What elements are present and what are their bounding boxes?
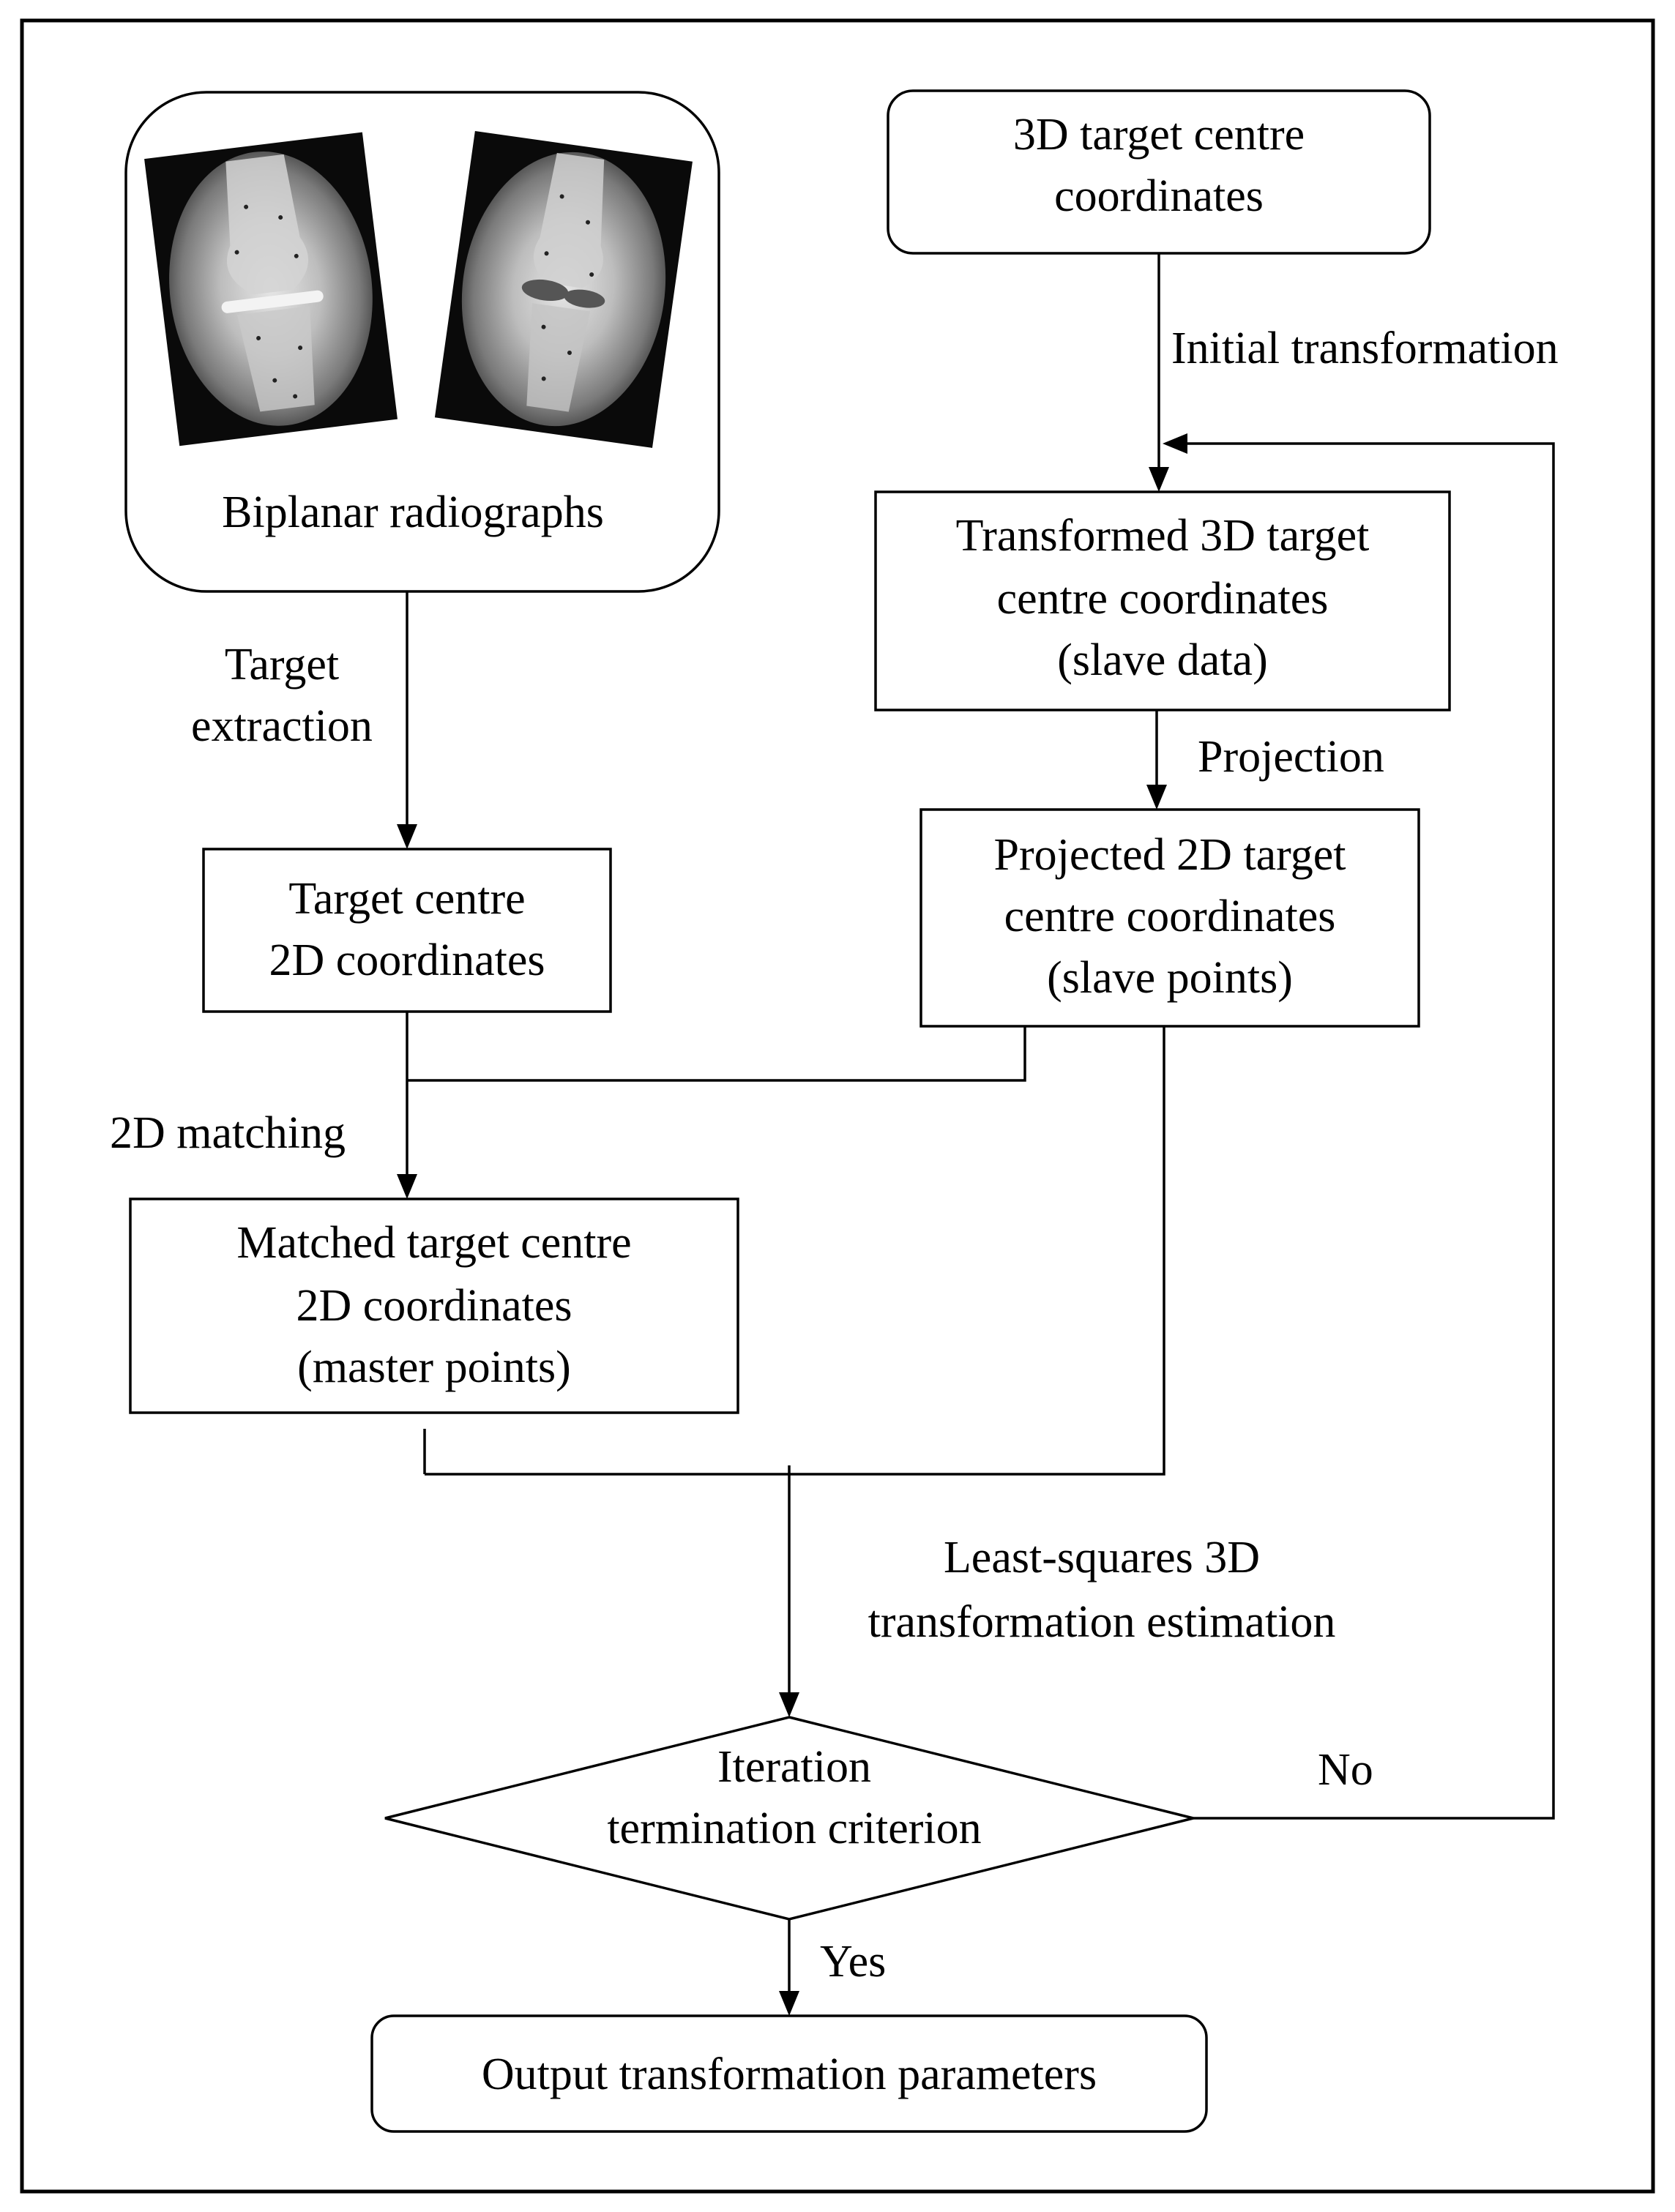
projected-2d-line-1: Projected 2D target bbox=[994, 830, 1346, 880]
matched-2d-line-1: Matched target centre bbox=[236, 1218, 631, 1268]
criterion-line-1: Iteration bbox=[717, 1742, 871, 1792]
projected-2d-node: Projected 2D target centre coordinates (… bbox=[919, 808, 1420, 1028]
criterion-line-2: termination criterion bbox=[607, 1804, 981, 1853]
biplanar-label: Biplanar radiographs bbox=[222, 487, 604, 537]
edge-target-extraction: Target extraction bbox=[191, 591, 417, 849]
figure-frame bbox=[20, 18, 1655, 2194]
radiograph-right-image bbox=[434, 131, 693, 448]
no-label: No bbox=[1318, 1745, 1373, 1795]
initial-transformation-label: Initial transformation bbox=[1171, 324, 1559, 373]
radiograph-left-image bbox=[144, 132, 398, 446]
output-label: Output transformation parameters bbox=[482, 2050, 1097, 2099]
edge-2d-matching: 2D matching bbox=[110, 1012, 1026, 1199]
termination-criterion-decision: Iteration termination criterion bbox=[384, 1716, 1194, 1921]
transformed-3d-node: Transformed 3D target centre coordinates… bbox=[874, 490, 1451, 711]
edge-no-feedback-loop: No bbox=[1163, 433, 1555, 1820]
edge-least-squares: Least-squares 3D transformation estimati… bbox=[423, 1026, 1336, 1717]
projected-2d-line-3: (slave points) bbox=[1047, 953, 1293, 1003]
projection-label: Projection bbox=[1198, 732, 1384, 782]
least-squares-line-2: transformation estimation bbox=[868, 1597, 1336, 1647]
matched-2d-node: Matched target centre 2D coordinates (ma… bbox=[129, 1197, 739, 1414]
target-extraction-line-2: extraction bbox=[191, 701, 373, 751]
target-3d-line-1: 3D target centre bbox=[1013, 110, 1305, 160]
edge-yes: Yes bbox=[779, 1919, 886, 2016]
target-3d-line-2: coordinates bbox=[1054, 171, 1264, 221]
transformed-3d-line-2: centre coordinates bbox=[997, 574, 1329, 624]
transformed-3d-line-3: (slave data) bbox=[1057, 635, 1267, 685]
transformed-3d-line-1: Transformed 3D target bbox=[956, 511, 1370, 561]
least-squares-line-1: Least-squares 3D bbox=[944, 1533, 1260, 1583]
target-2d-coordinates-node: Target centre 2D coordinates bbox=[202, 848, 612, 1013]
yes-label: Yes bbox=[820, 1937, 886, 1987]
target-2d-line-2: 2D coordinates bbox=[269, 935, 545, 985]
edge-projection: Projection bbox=[1146, 710, 1384, 810]
target-2d-line-1: Target centre bbox=[288, 874, 525, 924]
matching-2d-label: 2D matching bbox=[110, 1108, 346, 1158]
projected-2d-line-2: centre coordinates bbox=[1004, 892, 1336, 941]
target-extraction-line-1: Target bbox=[225, 640, 339, 690]
matched-2d-line-3: (master points) bbox=[297, 1342, 571, 1392]
target-3d-coordinates-node: 3D target centre coordinates bbox=[887, 89, 1431, 255]
edge-initial-transformation: Initial transformation bbox=[1149, 253, 1559, 492]
matched-2d-line-2: 2D coordinates bbox=[296, 1281, 572, 1331]
biplanar-radiographs-node: Biplanar radiographs bbox=[124, 91, 720, 593]
output-parameters-node: Output transformation parameters bbox=[370, 2014, 1208, 2133]
